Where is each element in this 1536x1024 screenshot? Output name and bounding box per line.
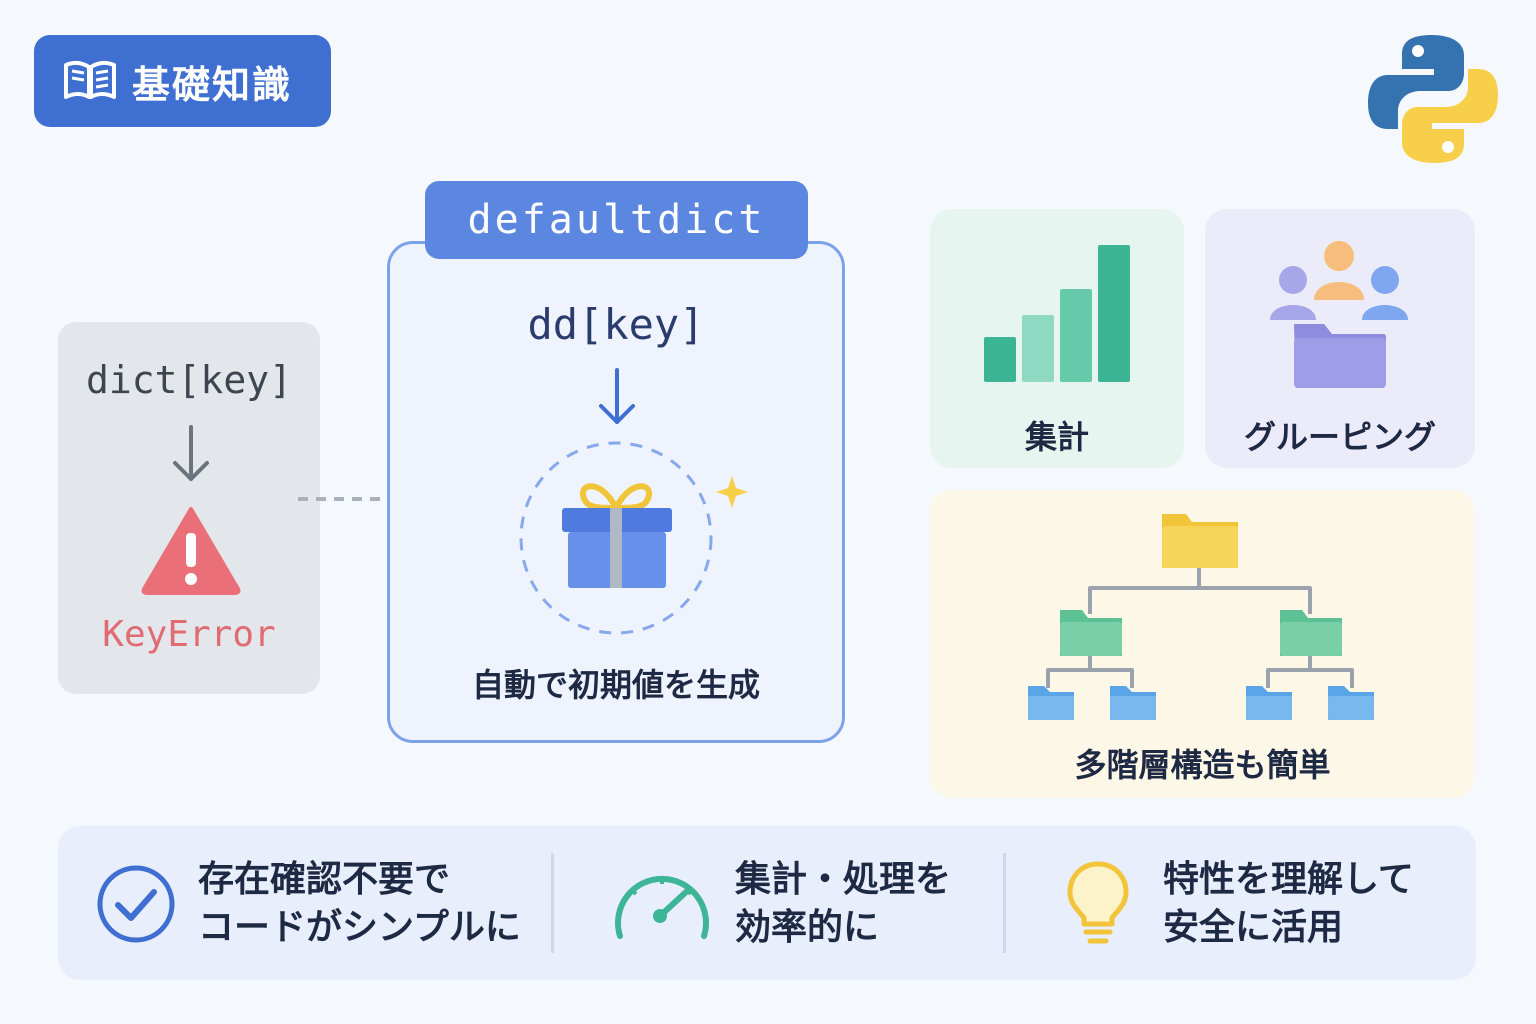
- feature-label-group: グルーピング: [1243, 418, 1436, 456]
- lightbulb-icon: [1067, 861, 1129, 944]
- benefit-2-line1: 集計・処理を: [735, 859, 952, 900]
- python-logo-icon: [1368, 35, 1498, 163]
- dd-code: dd[key]: [527, 300, 705, 349]
- dict-code: dict[key]: [86, 358, 292, 402]
- divider: [551, 853, 554, 953]
- benefit-2-line2: 効率的に: [735, 907, 880, 948]
- benefit-3-line2: 安全に活用: [1163, 907, 1344, 948]
- folder-root: [1162, 514, 1238, 568]
- benefit-1: 存在確認不要で コードがシンプルに: [198, 856, 521, 952]
- bar-chart-icon: [984, 245, 1130, 382]
- feature-label-tree: 多階層構造も簡単: [1074, 746, 1331, 784]
- folder-tree-icon: [1028, 514, 1374, 720]
- benefit-3: 特性を理解して 安全に活用: [1163, 856, 1414, 952]
- arrow-down-icon: [599, 368, 635, 424]
- warning-icon: [141, 507, 241, 595]
- benefit-1-line1: 存在確認不要で: [198, 859, 451, 900]
- dict-card: [58, 322, 320, 694]
- header-title: 基礎知識: [132, 62, 293, 107]
- benefit-3-line1: 特性を理解して: [1163, 859, 1414, 900]
- arrow-down-icon: [173, 425, 209, 481]
- defaultdict-caption: 自動で初期値を生成: [471, 666, 760, 704]
- benefit-2: 集計・処理を 効率的に: [735, 856, 951, 952]
- group-folder-icon: [1270, 241, 1408, 388]
- benefits-bar: [58, 826, 1476, 980]
- feature-label-count: 集計: [1024, 418, 1089, 456]
- defaultdict-tab: defaultdict: [425, 181, 808, 259]
- feature-card-count: [930, 209, 1184, 468]
- check-circle-icon: [97, 865, 175, 943]
- gift-icon: [519, 441, 748, 635]
- open-book-icon: [64, 60, 116, 99]
- header-badge: 基礎知識: [34, 35, 331, 127]
- defaultdict-card: [387, 241, 845, 743]
- divider: [1003, 853, 1006, 953]
- benefit-1-line2: コードがシンプルに: [198, 907, 521, 948]
- keyerror-label: KeyError: [102, 614, 276, 655]
- speedometer-icon: [615, 875, 709, 939]
